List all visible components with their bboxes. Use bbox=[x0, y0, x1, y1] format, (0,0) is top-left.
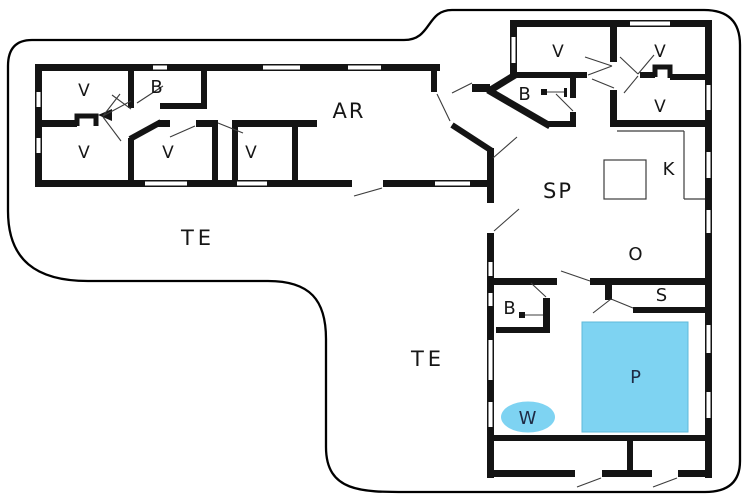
room-label-b1: B bbox=[150, 77, 163, 98]
pool bbox=[581, 321, 689, 433]
windows bbox=[36, 21, 711, 427]
room-label-v5: V bbox=[552, 42, 564, 62]
kitchen-counter bbox=[603, 130, 705, 200]
whirlpool bbox=[501, 401, 555, 433]
room-label-o: O bbox=[628, 244, 643, 265]
room-label-ar: AR bbox=[333, 99, 366, 123]
room-label-sp: SP bbox=[543, 179, 573, 203]
room-label-v2: V bbox=[78, 143, 90, 163]
room-label-b2: B bbox=[518, 84, 531, 105]
plot-outline bbox=[6, 8, 742, 494]
room-label-v7: V bbox=[654, 97, 666, 117]
room-label-s: S bbox=[656, 285, 668, 306]
door-openings bbox=[352, 179, 678, 478]
room-label-v4: V bbox=[245, 143, 257, 163]
door-swing-lines bbox=[102, 54, 678, 488]
door-symbol-b3 bbox=[519, 311, 546, 319]
pool-label: P bbox=[630, 367, 642, 388]
door-symbol-b2 bbox=[541, 88, 567, 97]
room-label-k: K bbox=[663, 159, 676, 180]
room-label-v3: V bbox=[162, 143, 174, 163]
room-label-te1: TE bbox=[180, 226, 215, 250]
room-labels: AR TE TE SP K O S P W B B B V V V V V V … bbox=[78, 42, 676, 429]
kitchen-island bbox=[603, 159, 647, 200]
room-label-te2: TE bbox=[410, 347, 445, 371]
room-label-v6: V bbox=[654, 42, 666, 62]
room-label-v1: V bbox=[78, 81, 90, 101]
whirlpool-label: W bbox=[519, 408, 538, 429]
room-label-b3: B bbox=[503, 298, 516, 319]
